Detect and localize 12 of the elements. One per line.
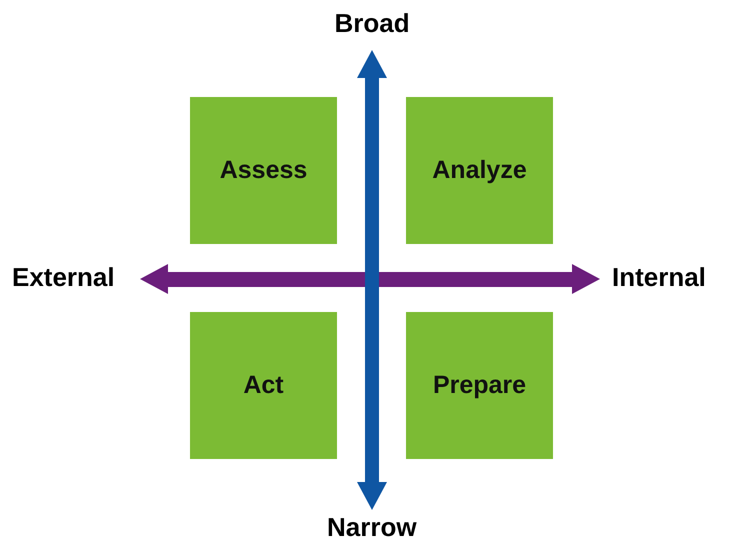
quadrant-label: Prepare bbox=[432, 371, 526, 400]
quadrant-box bbox=[190, 312, 337, 459]
quadrant-label: Assess bbox=[220, 156, 308, 185]
quadrant-label: Analyze bbox=[432, 156, 527, 185]
axis-label: Broad bbox=[334, 8, 410, 39]
quadrant-box bbox=[406, 97, 553, 244]
quadrant-box bbox=[406, 312, 553, 459]
axis-label: Internal bbox=[612, 262, 706, 293]
axis-label: External bbox=[12, 262, 115, 293]
axis-label: Narrow bbox=[327, 512, 417, 543]
quadrant-label: Act bbox=[243, 371, 284, 400]
quadrant-box bbox=[190, 97, 337, 244]
